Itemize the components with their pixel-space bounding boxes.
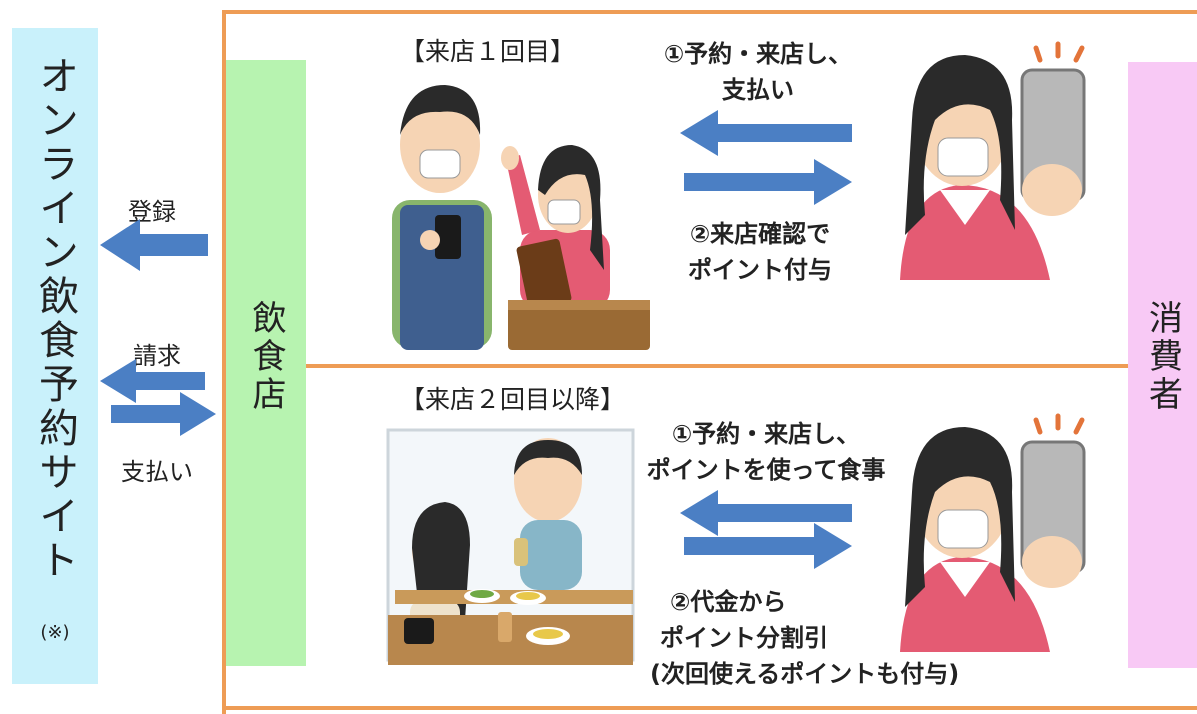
first-visit-arrow-right <box>684 159 852 205</box>
second-visit-step1-line2: ポイントを使って食事 <box>646 456 886 484</box>
first-visit-step2: ②来店確認で ポイント付与 <box>650 216 870 288</box>
online-reservation-site-label: オンライン飲食予約サイト <box>32 55 78 583</box>
second-visit-step2-line1: ②代金から <box>670 588 787 616</box>
second-visit-title: 【来店２回目以降】 <box>400 385 626 414</box>
second-visit-step2-line2: ポイント分割引 <box>660 624 828 652</box>
first-visit-title: 【来店１回目】 <box>400 37 576 66</box>
first-visit-arrow-left <box>680 110 852 156</box>
consumer-label: 消費者 <box>1142 300 1183 414</box>
second-visit-step2: ②代金から ポイント分割引 (次回使えるポイントも付与) <box>630 584 990 692</box>
first-visit-step1-line2: 支払い <box>722 76 794 104</box>
billing-arrow <box>100 359 205 403</box>
online-reservation-site-box <box>12 28 98 684</box>
first-visit-step1-line1: ①予約・来店し、 <box>663 40 853 68</box>
register-arrow <box>100 219 208 271</box>
restaurant-box <box>226 60 306 666</box>
restaurant-label: 飲食店 <box>246 300 286 414</box>
second-visit-step1-line1: ①予約・来店し、 <box>671 420 861 448</box>
site-note: (※) <box>40 622 70 643</box>
payment-label: 支払い <box>121 458 193 486</box>
billing-label: 請求 <box>133 342 181 370</box>
second-visit-step2-line3: (次回使えるポイントも付与) <box>650 660 960 688</box>
flow-frame <box>222 10 1197 714</box>
consumer-phone-illustration-top <box>900 41 1086 280</box>
register-label: 登録 <box>128 198 176 226</box>
customer-ordering-illustration <box>501 145 650 350</box>
second-visit-arrow-right <box>684 523 852 569</box>
first-visit-step1: ①予約・来店し、 支払い <box>648 36 868 108</box>
frame-bottom-border <box>222 706 1197 710</box>
second-visit-step1: ①予約・来店し、 ポイントを使って食事 <box>636 416 896 488</box>
consumer-phone-illustration-bottom <box>900 413 1086 652</box>
first-visit-step2-line1: ②来店確認で <box>689 220 831 248</box>
consumer-box <box>1128 62 1197 668</box>
first-visit-step2-line2: ポイント付与 <box>688 256 832 284</box>
dining-partition-illustration <box>386 428 635 665</box>
second-visit-arrow-left <box>680 490 852 536</box>
section-divider <box>222 364 1197 368</box>
payment-arrow <box>111 392 216 436</box>
waiter-illustration <box>392 85 492 350</box>
